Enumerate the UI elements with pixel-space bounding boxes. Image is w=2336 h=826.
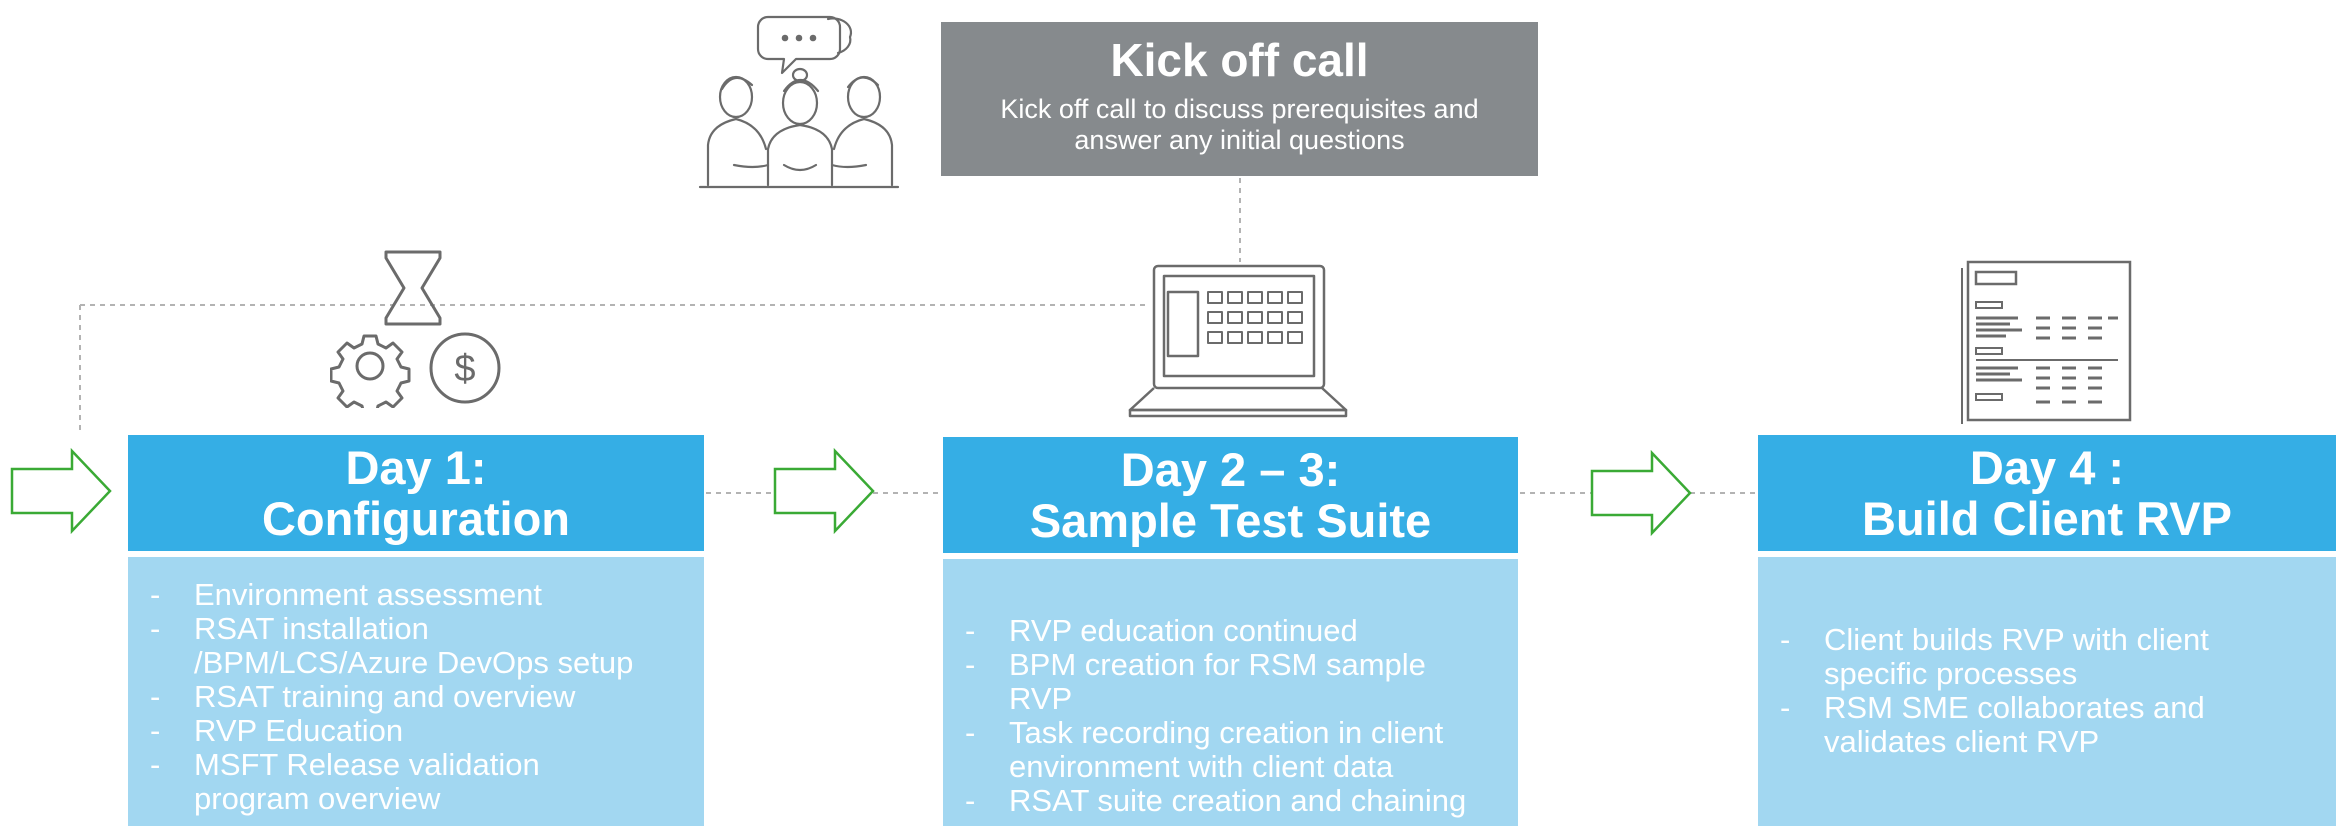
- list-item: BPM creation for RSM sample RVP: [943, 647, 1469, 716]
- hourglass-gear-dollar-icon: $: [330, 250, 501, 408]
- list-item: RSAT suite creation and chaining: [943, 783, 1499, 818]
- arrow-right-icon: [10, 447, 112, 535]
- kickoff-box: Kick off call Kick off call to discuss p…: [941, 22, 1538, 176]
- arrow-right-icon: [773, 447, 875, 535]
- list-item: Environment assessment: [128, 577, 664, 612]
- list-item: Client builds RVP with client specific p…: [1758, 623, 2264, 691]
- kickoff-description: Kick off call to discuss prerequisites a…: [1000, 94, 1479, 155]
- list-item: RVP education continued: [943, 613, 1499, 648]
- day4-list: Client builds RVP with client specific p…: [1758, 623, 2264, 759]
- arrow-right-icon: [1590, 449, 1692, 537]
- day1-list: Environment assessment RSAT installation…: [128, 577, 664, 816]
- day1-header: Day 1: Configuration: [128, 435, 704, 551]
- svg-text:$: $: [454, 348, 475, 390]
- day2-title-line2: Sample Test Suite: [1029, 494, 1432, 547]
- day4-title-line1: Day 4 :: [1969, 441, 2125, 494]
- list-item: RSAT installation /BPM/LCS/Azure DevOps …: [128, 611, 664, 680]
- day2-header: Day 2 – 3: Sample Test Suite: [943, 437, 1518, 553]
- list-item: MSFT Release validation program overview: [128, 747, 594, 816]
- list-item: Task recording creation in client enviro…: [943, 715, 1499, 784]
- day1-body: Environment assessment RSAT installation…: [128, 557, 704, 826]
- day1-title-line1: Day 1:: [345, 441, 487, 494]
- list-item: RSAT training and overview: [128, 679, 664, 714]
- day2-body: RVP education continued BPM creation for…: [943, 559, 1518, 826]
- report-document-icon: [1961, 260, 2132, 424]
- day2-title-line1: Day 2 – 3:: [1120, 443, 1341, 496]
- kickoff-title: Kick off call: [1110, 34, 1369, 86]
- day2-list: RVP education continued BPM creation for…: [943, 613, 1499, 818]
- list-item: RVP Education: [128, 713, 664, 748]
- day4-header: Day 4 : Build Client RVP: [1758, 435, 2336, 551]
- day1-title-line2: Configuration: [261, 492, 571, 545]
- list-item: RSM SME collaborates and validates clien…: [1758, 691, 2264, 759]
- laptop-icon: [1128, 264, 1348, 418]
- meeting-people-icon: [698, 15, 900, 189]
- day4-body: Client builds RVP with client specific p…: [1758, 557, 2336, 826]
- day4-title-line2: Build Client RVP: [1862, 492, 2232, 545]
